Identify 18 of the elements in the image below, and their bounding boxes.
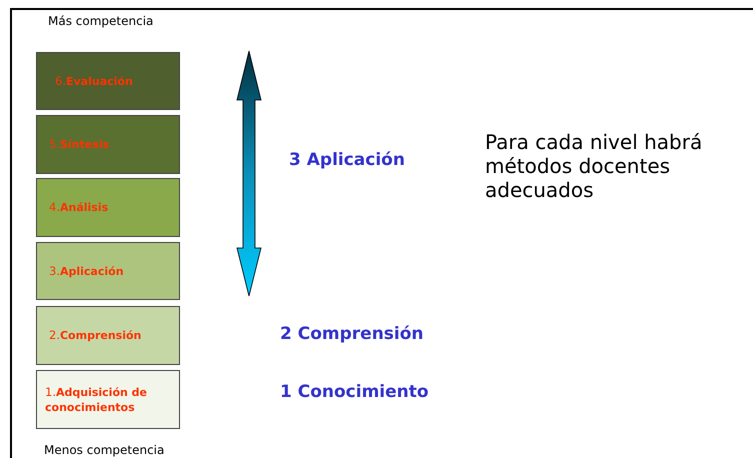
level-text: 4.Análisis: [49, 200, 108, 215]
level-box: [36, 242, 180, 300]
level-text: 1.Adquisición de conocimientos: [45, 384, 148, 414]
axis-label: Menos competencia: [44, 443, 166, 458]
level-text: 3.Aplicación: [49, 264, 124, 278]
note-text: Para cada nivel habrá métodos docentes adecuados: [485, 130, 704, 202]
level-label: 3 Aplicación: [289, 150, 406, 170]
level-text: 6.Evaluación: [55, 74, 133, 88]
level-label: 1 Conocimiento: [280, 382, 430, 402]
level-text: 5.Síntesis: [49, 137, 110, 152]
level-box: [36, 178, 180, 237]
level-text: 2.Comprensión: [49, 328, 142, 343]
level-box: [36, 306, 180, 365]
axis-label: Más competencia: [48, 14, 154, 28]
level-box: [36, 115, 180, 174]
level-box: [36, 370, 180, 429]
level-label: 2 Comprensión: [280, 324, 425, 344]
level-box: [36, 52, 180, 110]
